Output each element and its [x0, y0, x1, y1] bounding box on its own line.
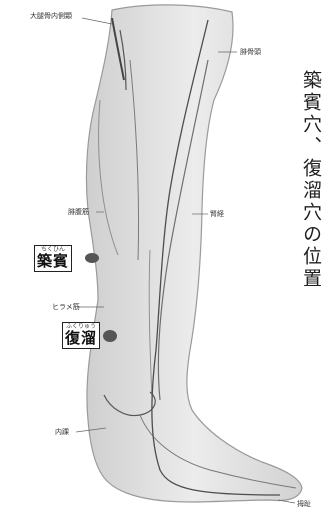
label-medial-malleolus: 内踝	[55, 428, 69, 436]
fukuryu-point-marker	[103, 330, 117, 342]
label-femur-medial-condyle: 大腿骨内側顆	[30, 12, 72, 20]
chikuhin-label: ちくひん 築賓	[34, 245, 72, 272]
label-big-toe: 拇趾	[297, 500, 311, 508]
chikuhin-name: 築賓	[37, 253, 69, 270]
label-gastrocnemius: 腓腹筋	[68, 208, 89, 216]
vertical-caption: 築賓穴、復溜穴の位置	[300, 70, 322, 450]
label-fibula-head: 腓骨頭	[240, 48, 261, 56]
leg-shape	[86, 5, 302, 502]
label-soleus: ヒラメ筋	[52, 303, 80, 311]
chikuhin-point-marker	[85, 253, 99, 263]
fukuryu-name: 復溜	[65, 330, 97, 347]
fukuryu-label: ふくりゅう 復溜	[62, 322, 100, 349]
label-kidney-meridian: 腎経	[210, 210, 224, 218]
